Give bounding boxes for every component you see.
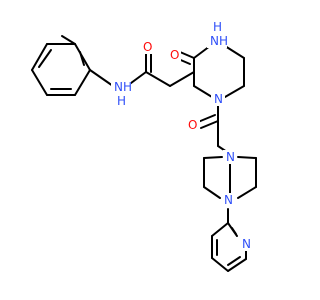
bond-ch2-c2 [169, 71, 195, 87]
atom-labels: NH H O NH H O N O N N N [111, 20, 253, 251]
ring-oxygen-label: O [170, 48, 179, 62]
bonds [31, 35, 257, 272]
bond-n4-c5 [224, 45, 245, 59]
bond-pyr-inner-2 [227, 256, 241, 266]
bond-pip-2 [237, 156, 257, 159]
pyridine-n-label: N [242, 237, 251, 251]
amide-nh-h: H [117, 94, 126, 108]
bond-pyr-1 [211, 222, 229, 237]
bond-aryl-nh [89, 69, 114, 87]
molecule-diagram: NH H O NH H O N O N N N [31, 20, 257, 272]
bond-methyl [61, 35, 76, 45]
bond-tolyl-4 [31, 69, 48, 96]
bond-pip-6 [203, 186, 221, 199]
bond-pip-4 [237, 186, 257, 199]
bond-ring-co-1 [179, 51, 195, 59]
bond-tolyl-inner-3 [38, 49, 52, 68]
bond-acyl-co-1 [200, 120, 219, 129]
acyl-oxygen-label: O [188, 118, 197, 132]
bond-tolyl-2 [74, 69, 91, 96]
amide-oxygen-label: O [143, 40, 152, 54]
bond-carbonyl-ch2 [145, 71, 171, 87]
bond-n1-c2 [193, 85, 213, 98]
bond-pyr-3 [211, 257, 229, 272]
bond-acyl-co-2 [197, 114, 216, 123]
piperazine-n-bottom-label: N [224, 193, 233, 207]
bond-pip-8 [203, 156, 223, 159]
ring-nh-label: NH [210, 34, 228, 48]
bond-pyr-inner-3 [231, 227, 237, 235]
piperazine-n-top-label: N [226, 150, 235, 164]
ring-nh-h: H [213, 20, 222, 34]
ring-n1-label: N [214, 92, 223, 106]
amide-nh-label: NH [114, 80, 132, 94]
bond-pyr-4 [227, 258, 247, 272]
bond-tolyl-5 [31, 43, 48, 71]
bond-c6-n1 [224, 85, 245, 98]
bond-tolyl-inner-1 [79, 51, 85, 66]
